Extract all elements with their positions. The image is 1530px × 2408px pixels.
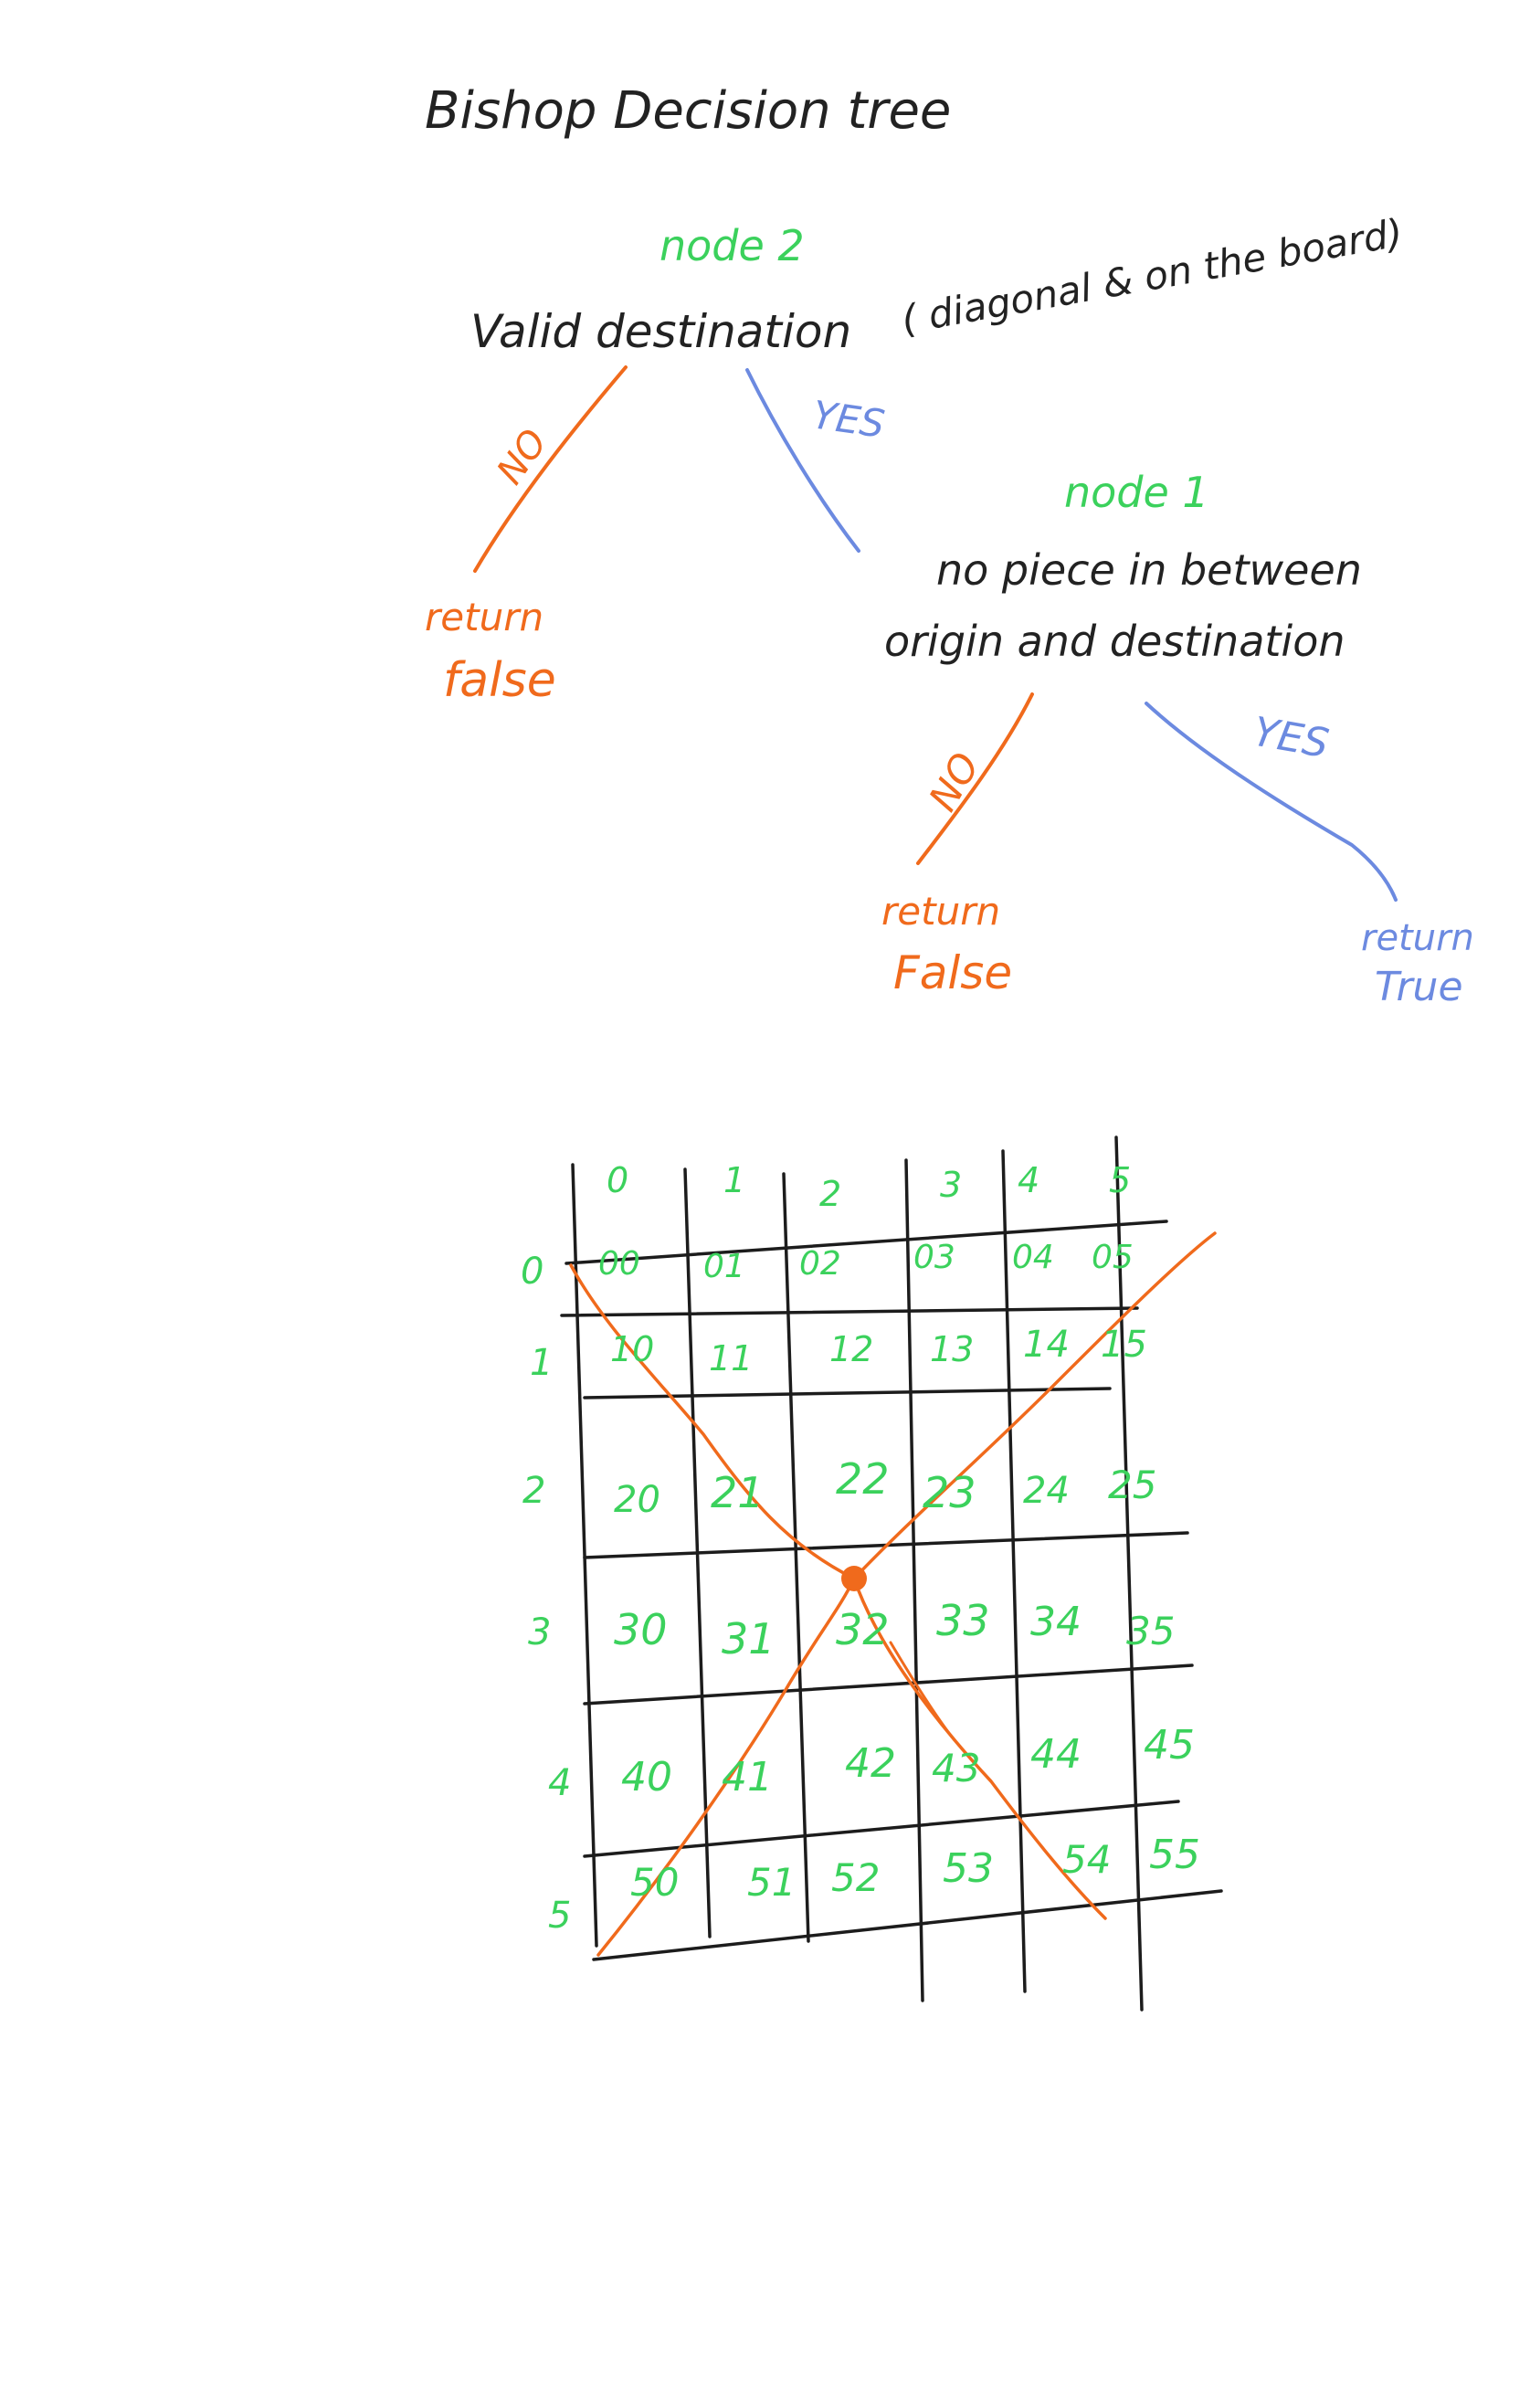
board-cell-40: 40 xyxy=(621,1754,672,1801)
grid-line-horizontal-5 xyxy=(583,1800,1180,1858)
board-cell-41: 41 xyxy=(722,1754,773,1801)
row-header-0: 0 xyxy=(521,1251,543,1293)
node1-yes-label: YES xyxy=(1250,709,1332,768)
node2-no-label: NO xyxy=(489,422,555,492)
row-header-1: 1 xyxy=(530,1342,553,1384)
grid-line-horizontal-6 xyxy=(592,1889,1223,1961)
bishop-diagonals xyxy=(569,1231,1217,1957)
node1-label: node 1 xyxy=(1064,468,1209,517)
grid-line-horizontal-0 xyxy=(565,1220,1168,1265)
board-cell-33: 33 xyxy=(936,1596,990,1645)
col-header-3: 3 xyxy=(940,1165,962,1205)
page-title: Bishop Decision tree xyxy=(425,81,951,141)
node1-yes-branch xyxy=(1145,702,1398,902)
row-header-2: 2 xyxy=(522,1470,545,1512)
board-cell-21: 21 xyxy=(711,1468,765,1517)
grid-line-vertical-5 xyxy=(1114,1135,1144,2012)
board-cell-43: 43 xyxy=(932,1746,980,1790)
node2-yes-label: YES xyxy=(810,392,888,446)
board-cell-03: 03 xyxy=(913,1239,955,1276)
board-cell-14: 14 xyxy=(1023,1324,1070,1366)
node2-no-result-return: return xyxy=(425,595,543,639)
board-cell-55: 55 xyxy=(1149,1832,1200,1878)
node1-no-result-value: False xyxy=(893,946,1012,999)
board-cell-34: 34 xyxy=(1030,1599,1082,1645)
board-cell-05: 05 xyxy=(1092,1239,1134,1276)
grid-line-horizontal-1 xyxy=(560,1306,1139,1317)
board-cell-02: 02 xyxy=(799,1245,841,1283)
board-cell-31: 31 xyxy=(722,1614,776,1663)
board-cell-24: 24 xyxy=(1023,1470,1070,1512)
bishop-origin-dot xyxy=(841,1566,867,1591)
board-cell-10: 10 xyxy=(610,1329,654,1369)
node1-no-label: NO xyxy=(920,745,988,819)
node1-question-line1: no piece in between xyxy=(936,545,1362,595)
board-cell-51: 51 xyxy=(747,1860,796,1905)
node2-yes-branch xyxy=(745,368,860,553)
board-cell-52: 52 xyxy=(831,1855,880,1900)
node1-no-branch xyxy=(916,692,1034,865)
node1-yes-result-return: return xyxy=(1361,917,1474,959)
board-cell-30: 30 xyxy=(614,1605,668,1654)
board-cell-04: 04 xyxy=(1012,1239,1054,1276)
row-header-5: 5 xyxy=(548,1895,571,1937)
board-cell-25: 25 xyxy=(1108,1463,1156,1507)
board-cell-53: 53 xyxy=(943,1845,994,1892)
node2-label: node 2 xyxy=(659,221,805,270)
board-cell-44: 44 xyxy=(1030,1731,1082,1778)
col-header-5: 5 xyxy=(1109,1160,1131,1200)
board-cell-42: 42 xyxy=(845,1740,896,1787)
board-cell-35: 35 xyxy=(1126,1609,1175,1653)
col-header-0: 0 xyxy=(607,1160,628,1200)
board-cell-00: 00 xyxy=(598,1245,640,1283)
board-cell-23: 23 xyxy=(923,1468,976,1517)
grid-line-vertical-0 xyxy=(571,1163,598,1948)
board-cell-15: 15 xyxy=(1101,1324,1147,1366)
col-header-4: 4 xyxy=(1018,1160,1039,1200)
board-cell-22: 22 xyxy=(836,1454,890,1504)
grid-line-horizontal-4 xyxy=(583,1663,1194,1706)
board-cell-12: 12 xyxy=(829,1329,873,1369)
node2-no-branch xyxy=(473,365,628,573)
grid-line-vertical-3 xyxy=(904,1158,924,2002)
diagonal-stroke-extra xyxy=(889,1641,956,1742)
node2-question: Valid destination xyxy=(470,305,851,358)
col-header-1: 1 xyxy=(723,1160,745,1200)
board-cell-54: 54 xyxy=(1062,1837,1111,1882)
row-header-3: 3 xyxy=(528,1611,551,1653)
board-cell-11: 11 xyxy=(709,1338,753,1378)
grid-line-vertical-2 xyxy=(782,1172,810,1943)
board-cell-01: 01 xyxy=(703,1248,745,1285)
grid-line-vertical-4 xyxy=(1001,1149,1027,1993)
board-cell-50: 50 xyxy=(630,1860,679,1905)
col-header-2: 2 xyxy=(819,1174,841,1214)
board-cell-32: 32 xyxy=(836,1605,890,1654)
board-cell-45: 45 xyxy=(1144,1722,1195,1769)
node1-yes-result-value: True xyxy=(1375,964,1463,1010)
node1-no-result-return: return xyxy=(881,889,1000,934)
node1-question-line2: origin and destination xyxy=(884,617,1345,666)
board-cell-20: 20 xyxy=(614,1479,660,1521)
board-cell-13: 13 xyxy=(930,1329,974,1369)
row-header-4: 4 xyxy=(548,1762,571,1804)
node2-condition: ( diagonal & on the board) xyxy=(898,210,1406,343)
node2-no-result-value: false xyxy=(443,653,556,708)
